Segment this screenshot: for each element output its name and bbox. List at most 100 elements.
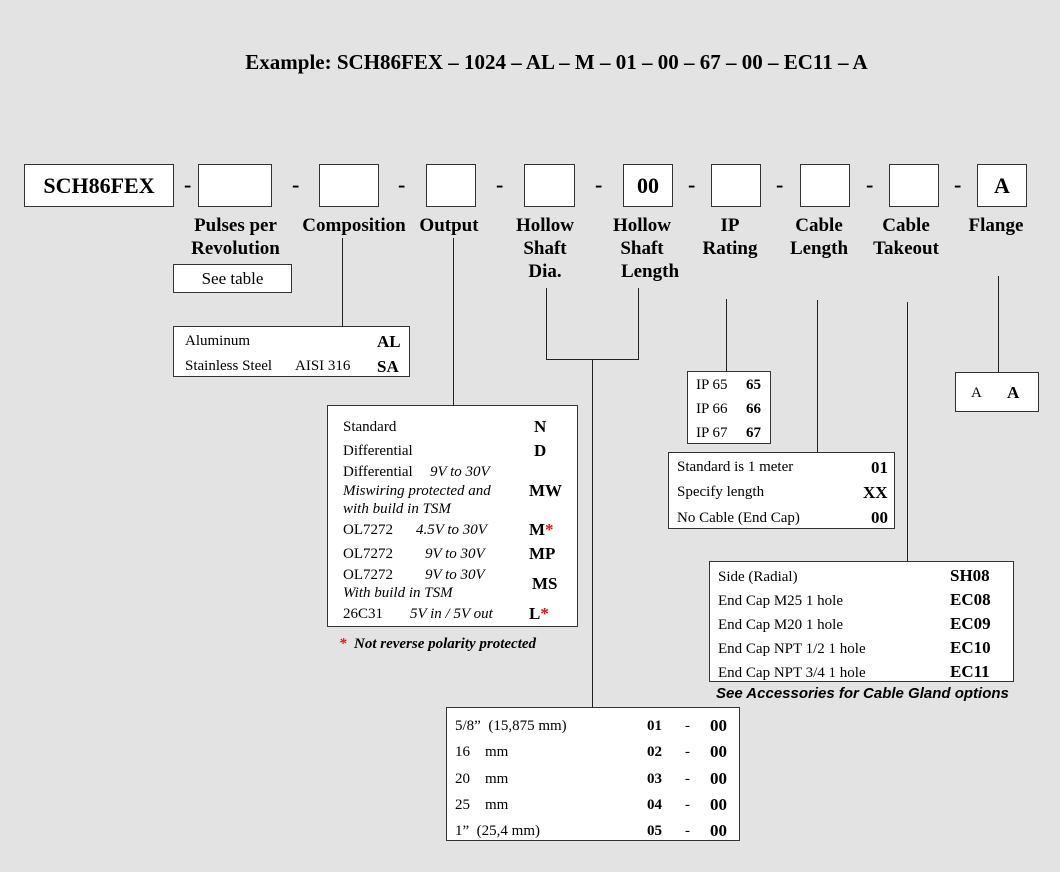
- ip-rating-table: IP 65 65 IP 66 66 IP 67 67: [687, 371, 771, 444]
- shaft-label: 5/8” (15,875 mm): [455, 718, 567, 734]
- output-code: MS: [532, 574, 558, 593]
- composition-code-box[interactable]: [319, 164, 379, 207]
- asterisk-mark: *: [540, 604, 549, 623]
- example-title: Example: SCH86FEX – 1024 – AL – M – 01 –…: [245, 50, 868, 74]
- connector-line: [907, 302, 908, 561]
- see-table-box[interactable]: See table: [173, 264, 292, 293]
- shaft-code2: 00: [710, 769, 727, 788]
- composition-label: Aluminum: [185, 333, 251, 349]
- output-note-line: Miswiring protected and: [343, 483, 491, 499]
- separator: -: [184, 172, 192, 197]
- cable-takeout-code-box[interactable]: [889, 164, 939, 207]
- output-code: MW: [529, 481, 563, 500]
- header-line: Length: [789, 238, 849, 259]
- cable-takeout-label: Side (Radial): [718, 569, 798, 585]
- output-label: Differential: [343, 464, 413, 480]
- hollow-dia-code-box[interactable]: [524, 164, 575, 207]
- header-line: IP: [720, 215, 740, 236]
- composition-code: SA: [377, 357, 399, 376]
- separator: -: [292, 172, 300, 197]
- composition-label: Stainless Steel: [185, 358, 273, 374]
- header-line: Length: [620, 261, 680, 282]
- cable-length-code: 00: [871, 508, 888, 527]
- output-label: Standard: [343, 419, 397, 435]
- cable-length-code: XX: [863, 483, 888, 502]
- shaft-separator: -: [685, 823, 690, 839]
- cable-takeout-label: End Cap M25 1 hole: [718, 593, 843, 609]
- header-cable-takeout: Cable Takeout: [866, 214, 946, 260]
- shaft-label: 20 mm: [455, 771, 509, 787]
- flange-label: A: [971, 385, 982, 401]
- output-code: D: [534, 441, 547, 460]
- header-cable-length: Cable Length: [778, 214, 860, 260]
- shaft-separator: -: [685, 797, 690, 813]
- header-line: Shaft: [620, 238, 664, 259]
- header-flange: Flange: [960, 214, 1032, 237]
- header-ip: IP Rating: [690, 214, 770, 260]
- cable-takeout-code: SH08: [950, 566, 990, 585]
- separator: -: [688, 172, 696, 197]
- flange-code-box: A: [977, 164, 1027, 207]
- shaft-code2: 00: [710, 795, 727, 814]
- pulses-code-box[interactable]: [198, 164, 272, 207]
- header-hollow-length: Hollow Shaft Length: [600, 214, 684, 283]
- header-line: Shaft: [523, 238, 567, 259]
- cable-takeout-label: End Cap M20 1 hole: [718, 617, 843, 633]
- connector-line: [546, 288, 547, 360]
- header-line: Hollow: [515, 215, 575, 236]
- header-composition: Composition: [296, 214, 412, 237]
- shaft-code: 04: [647, 797, 662, 813]
- accessories-note[interactable]: See Accessories for Cable Gland options: [716, 685, 1009, 702]
- composition-table: Aluminum AL Stainless Steel AISI 316 SA: [173, 326, 410, 377]
- asterisk-mark: *: [339, 636, 347, 652]
- cable-length-label: Specify length: [677, 484, 765, 500]
- cable-takeout-code: EC09: [950, 614, 991, 633]
- connector-line: [638, 288, 639, 360]
- separator: -: [496, 172, 504, 197]
- output-range: 9V to 30V: [425, 567, 485, 583]
- connector-line: [726, 299, 727, 371]
- output-range: 9V to 30V: [430, 464, 490, 480]
- connector-line: [342, 238, 343, 326]
- output-note-line: with build in TSM: [343, 501, 451, 517]
- shaft-separator: -: [685, 771, 690, 787]
- connector-line: [453, 238, 454, 406]
- header-line: Pulses per: [194, 215, 277, 236]
- output-code: N: [534, 417, 547, 436]
- cable-takeout-code: EC10: [950, 638, 991, 657]
- shaft-code: 03: [647, 771, 662, 787]
- ip-label: IP 67: [696, 425, 728, 441]
- code-text: L: [529, 604, 541, 623]
- flange-code: A: [1007, 383, 1020, 402]
- output-label: OL7272: [343, 567, 393, 583]
- ip-label: IP 65: [696, 377, 728, 393]
- cable-length-code: 01: [871, 458, 888, 477]
- footnote-text: Not reverse polarity protected: [354, 636, 537, 652]
- header-line: Cable: [795, 215, 843, 236]
- output-label: OL7272: [343, 546, 393, 562]
- separator: -: [398, 172, 406, 197]
- shaft-code2: 00: [710, 716, 727, 735]
- ip-code: 65: [746, 377, 761, 393]
- cable-takeout-table: Side (Radial) SH08 End Cap M25 1 hole EC…: [709, 561, 1014, 682]
- separator: -: [595, 172, 603, 197]
- connector-line: [817, 300, 818, 452]
- header-output: Output: [413, 214, 485, 237]
- header-pulses: Pulses per Revolution: [178, 214, 293, 260]
- output-code-box[interactable]: [426, 164, 476, 207]
- asterisk-mark: *: [545, 520, 554, 539]
- shaft-code: 02: [647, 744, 662, 760]
- output-range: 5V in / 5V out: [410, 606, 493, 622]
- ip-code-box[interactable]: [711, 164, 761, 207]
- cable-length-label: No Cable (End Cap): [677, 510, 800, 526]
- output-range: 9V to 30V: [425, 546, 485, 562]
- cable-takeout-code: EC08: [950, 590, 991, 609]
- header-line: Takeout: [873, 238, 939, 259]
- cable-takeout-label: End Cap NPT 1/2 1 hole: [718, 641, 866, 657]
- hollow-shaft-table: 5/8” (15,875 mm) 01 - 00 16 mm 02 - 00 2…: [446, 707, 740, 841]
- cable-takeout-code: EC11: [950, 662, 990, 681]
- composition-code: AL: [377, 332, 401, 351]
- header-line: Revolution: [191, 238, 280, 259]
- cable-length-code-box[interactable]: [800, 164, 850, 207]
